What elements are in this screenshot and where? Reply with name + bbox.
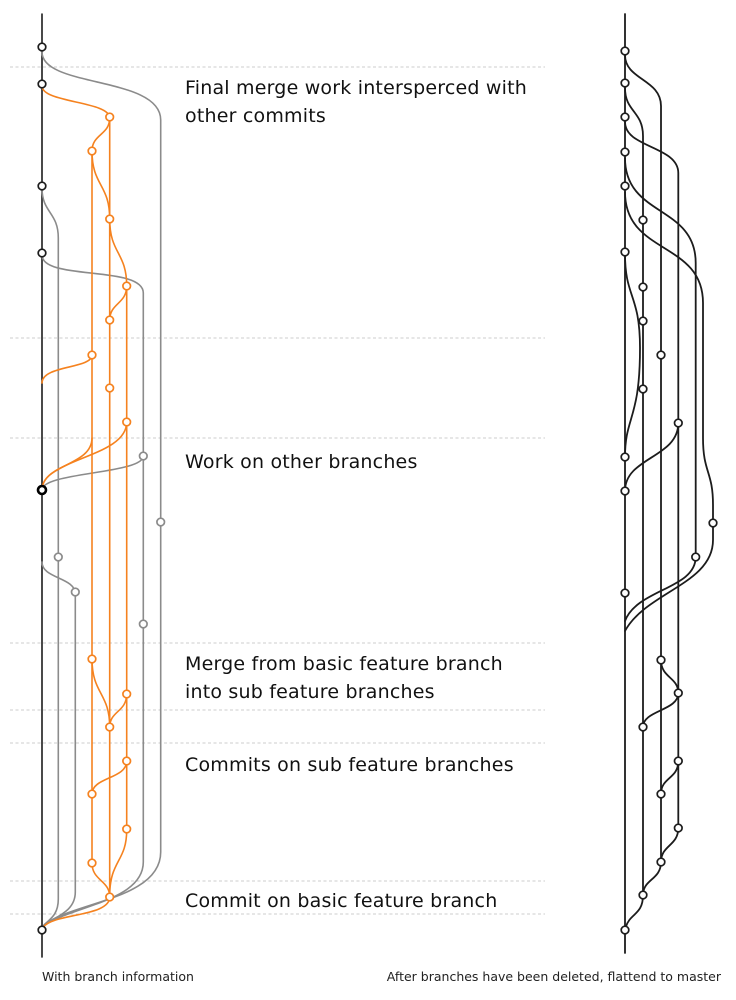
branch-path-flattened-to-master: [624, 422, 680, 492]
commit-node-with-branch-information: [105, 892, 115, 902]
branch-path-with-branch-information: [41, 51, 162, 926]
annotation-text-0: Final merge work intersperced with other …: [185, 74, 527, 130]
branch-path-flattened-to-master: [624, 253, 641, 458]
annotation-line: Final merge work intersperced with: [185, 77, 527, 99]
commit-node-flattened-to-master: [673, 756, 683, 766]
commit-node-with-branch-information: [122, 756, 132, 766]
commit-node-with-branch-information: [37, 42, 47, 52]
commit-node-with-branch-information: [122, 281, 132, 291]
commit-node-with-branch-information: [37, 79, 47, 89]
branch-path-with-branch-information: [108, 285, 128, 321]
commit-node-flattened-to-master: [673, 823, 683, 833]
commit-node-flattened-to-master: [638, 722, 648, 732]
commit-node-flattened-to-master: [656, 789, 666, 799]
branch-path-with-branch-information: [42, 896, 111, 929]
commit-node-flattened-to-master: [620, 78, 630, 88]
commit-node-flattened-to-master: [673, 418, 683, 428]
caption-with-branch-info: With branch information: [42, 969, 194, 984]
commit-node-with-branch-information: [138, 451, 148, 461]
commit-node-with-branch-information: [87, 654, 97, 664]
commit-node-flattened-to-master: [638, 316, 648, 326]
annotation-text-3: Commits on sub feature branches: [185, 751, 514, 779]
commit-node-flattened-to-master: [673, 688, 683, 698]
commit-node-with-branch-information: [87, 789, 97, 799]
commit-node-with-branch-information: [138, 619, 148, 629]
annotation-text-1: Work on other branches: [185, 448, 418, 476]
branch-path-with-branch-information: [41, 354, 93, 384]
annotation-line: Merge from basic feature branch: [185, 653, 503, 675]
annotation-line: Commit on basic feature branch: [185, 890, 498, 912]
annotation-line: other commits: [185, 105, 326, 127]
commit-node-with-branch-information: [87, 350, 97, 360]
branch-path-with-branch-information: [108, 693, 128, 728]
branch-path-flattened-to-master: [624, 54, 662, 896]
branch-path-with-branch-information: [41, 187, 60, 928]
commit-node-with-branch-information: [37, 248, 47, 258]
commit-node-with-branch-information: [122, 689, 132, 699]
annotation-line: Work on other branches: [185, 451, 418, 473]
commit-node-flattened-to-master: [620, 247, 630, 257]
annotation-line: Commits on sub feature branches: [185, 754, 514, 776]
annotation-text-4: Commit on basic feature branch: [185, 887, 497, 915]
commit-node-flattened-to-master: [638, 384, 648, 394]
commit-node-with-branch-information: [156, 517, 166, 527]
branch-path-with-branch-information: [41, 421, 128, 491]
branch-path-with-branch-information: [91, 658, 111, 728]
branch-path-flattened-to-master: [624, 87, 644, 928]
commit-node-with-branch-information: [122, 417, 132, 427]
commit-node-flattened-to-master: [620, 46, 630, 56]
caption-flattened-to-master: After branches have been deleted, flatte…: [386, 969, 721, 984]
commit-node-flattened-to-master: [656, 655, 666, 665]
commit-node-flattened-to-master: [620, 181, 630, 191]
commit-node-with-branch-information: [105, 722, 115, 732]
commit-node-flattened-to-master: [691, 552, 701, 562]
branch-path-with-branch-information: [108, 285, 128, 897]
commit-node-flattened-to-master: [638, 890, 648, 900]
commit-node-flattened-to-master: [638, 215, 648, 225]
commit-node-with-branch-information: [87, 146, 97, 156]
annotation-line: into sub feature branches: [185, 681, 435, 703]
branch-path-flattened-to-master: [624, 191, 714, 632]
commit-node-with-branch-information: [105, 214, 115, 224]
branch-path-with-branch-information: [108, 218, 128, 287]
commit-node-flattened-to-master: [708, 518, 718, 528]
branch-path-with-branch-information: [91, 117, 111, 152]
branch-path-with-branch-information: [91, 862, 111, 898]
commit-node-with-branch-information: [105, 383, 115, 393]
commit-node-with-branch-information: [105, 315, 115, 325]
branch-path-flattened-to-master: [660, 659, 680, 694]
commit-node-flattened-to-master: [620, 112, 630, 122]
annotation-text-2: Merge from basic feature branch into sub …: [185, 650, 503, 706]
commit-node-with-branch-information: [87, 858, 97, 868]
commit-node-with-branch-information: [37, 925, 47, 935]
branch-path-with-branch-information: [91, 150, 111, 220]
branch-path-flattened-to-master: [624, 121, 680, 863]
commit-node-with-branch-information: [122, 824, 132, 834]
commit-node-flattened-to-master: [620, 486, 630, 496]
commit-node-flattened-to-master: [656, 857, 666, 867]
commit-node-with-branch-information: [37, 181, 47, 191]
branch-path-flattened-to-master: [624, 157, 697, 622]
commit-node-with-branch-information: [53, 552, 63, 562]
commit-node-flattened-to-master: [638, 282, 648, 292]
branch-path-flattened-to-master: [660, 760, 680, 795]
commit-node-flattened-to-master: [620, 588, 630, 598]
commit-node-flattened-to-master: [620, 452, 630, 462]
commit-node-flattened-to-master: [620, 147, 630, 157]
commit-node-with-branch-information: [105, 112, 115, 122]
commit-node-with-branch-information: [70, 587, 80, 597]
commit-node-flattened-to-master: [656, 350, 666, 360]
branch-path-with-branch-information: [41, 254, 145, 927]
commit-node-with-branch-information: [36, 484, 48, 496]
commit-node-flattened-to-master: [620, 925, 630, 935]
